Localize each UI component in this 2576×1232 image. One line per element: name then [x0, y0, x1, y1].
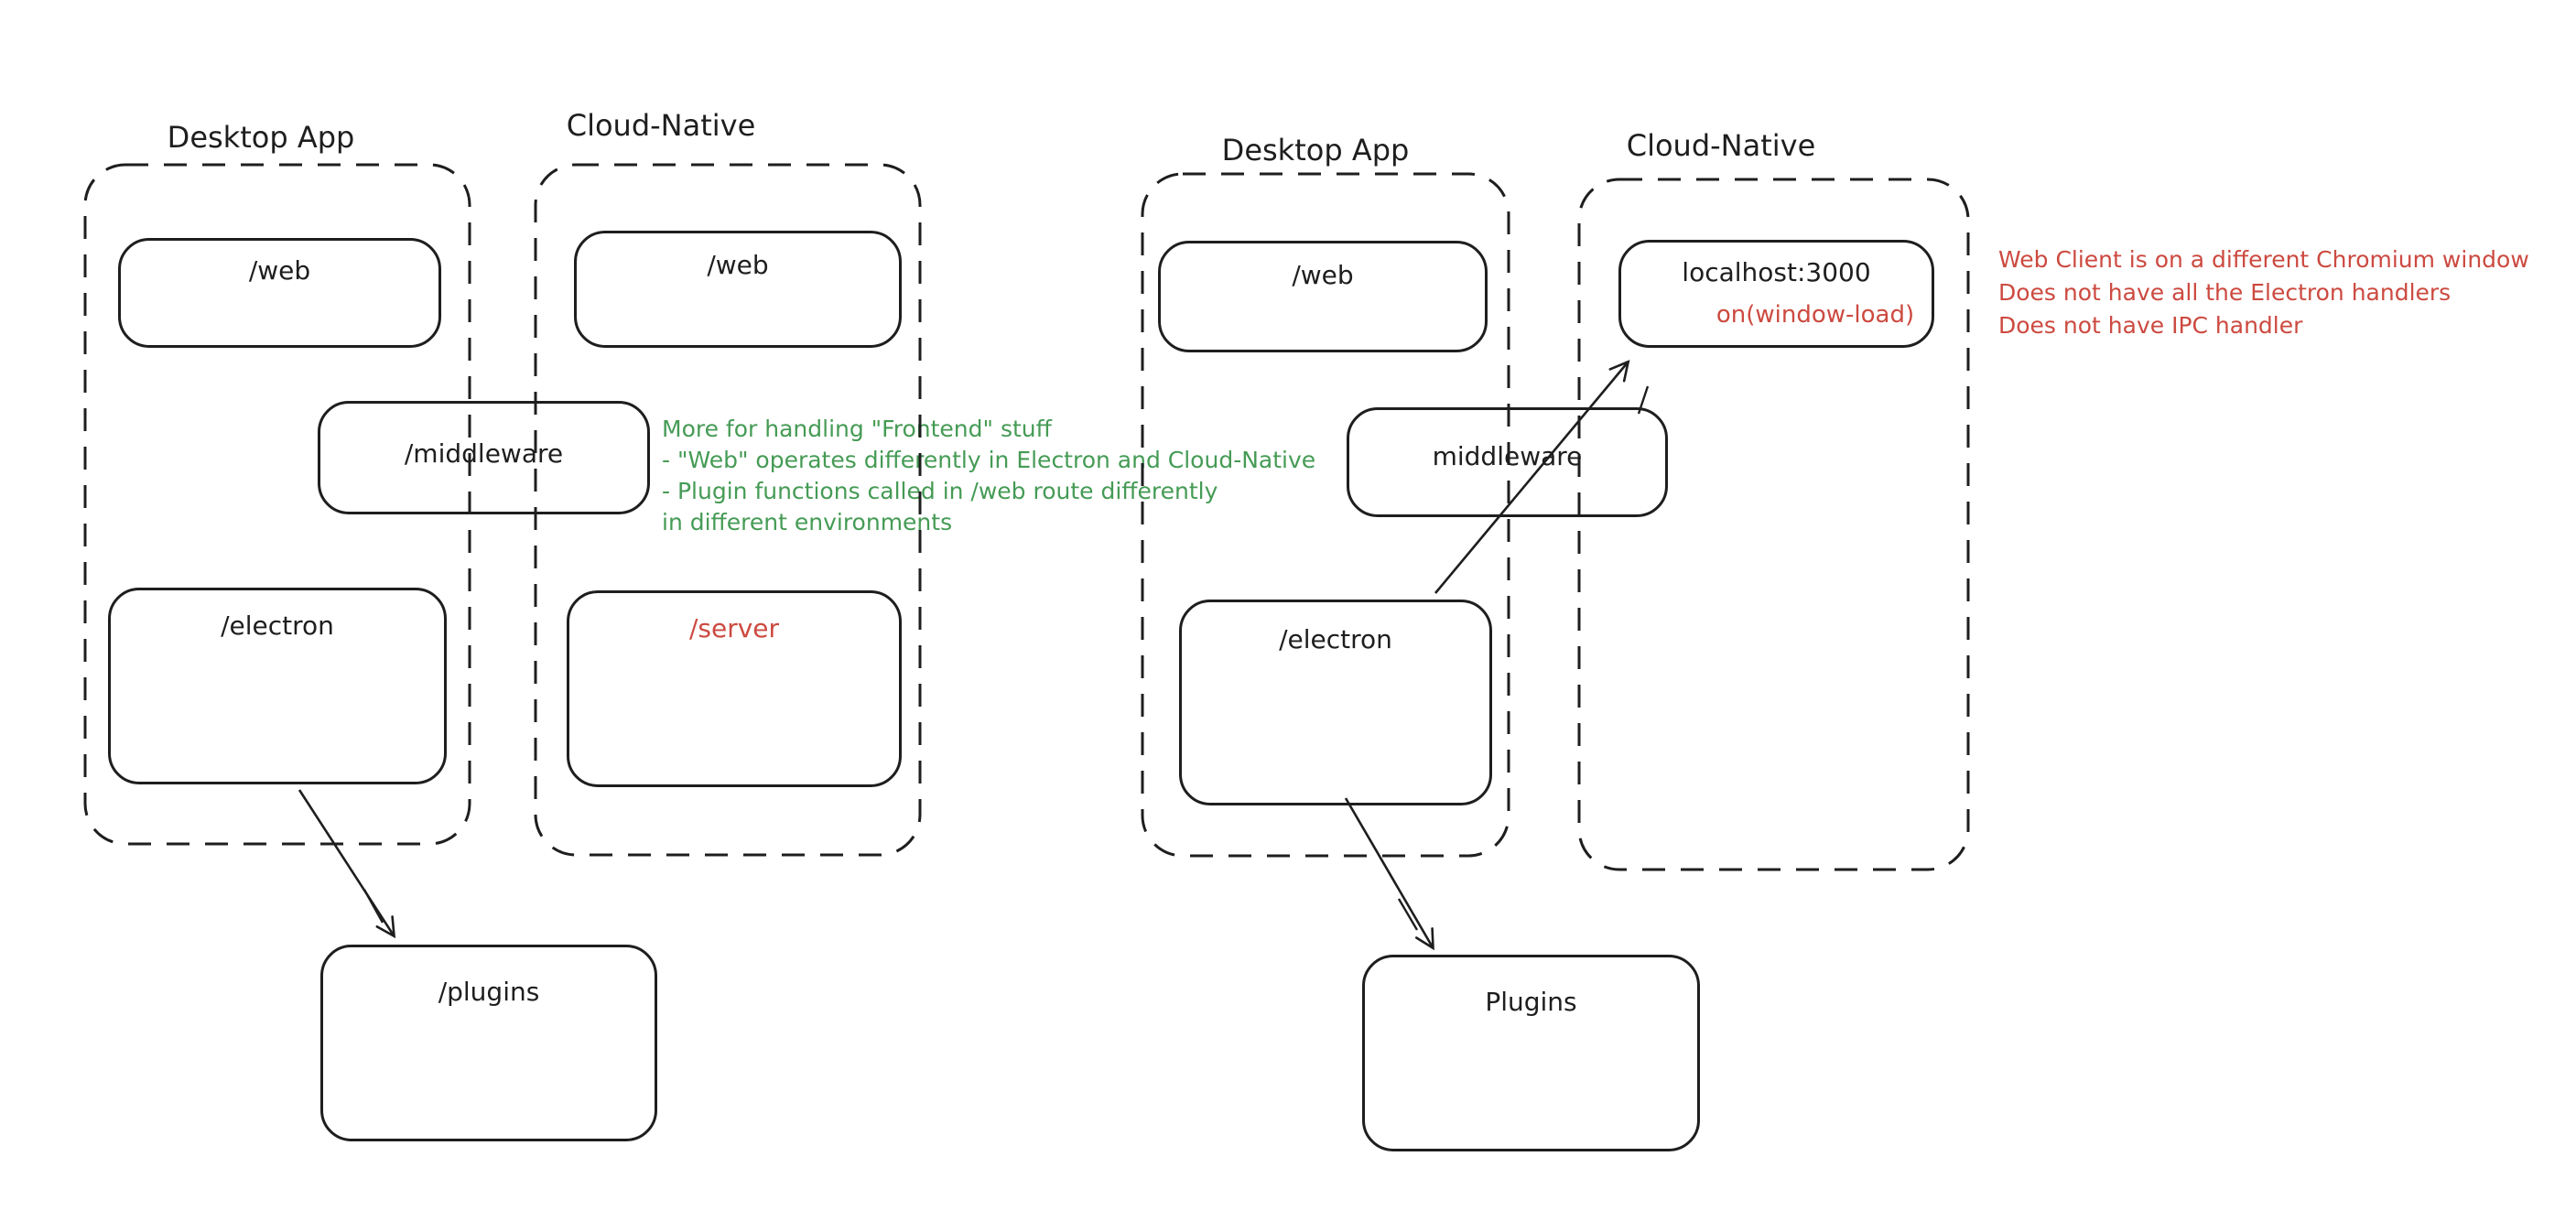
- plugins-box-label: Plugins: [1485, 987, 1577, 1017]
- electron-box-left: /electron: [108, 588, 447, 784]
- note-line: Does not have all the Electron handlers: [1998, 279, 2452, 306]
- note-line: - Plugin functions called in /web route …: [662, 478, 1218, 504]
- window-load-handler-label: on(window-load): [1716, 301, 1915, 329]
- cloud-native-title-left: Cloud-Native: [566, 108, 756, 143]
- server-box-label: /server: [688, 613, 780, 643]
- middleware-box-right: middleware: [1347, 407, 1668, 517]
- arrow-sketch-stroke: [1397, 898, 1419, 931]
- web-box-label: /web: [1292, 260, 1354, 290]
- arrow-electron-to-plugins-left: [298, 789, 396, 939]
- web-box-cloud-left: /web: [574, 231, 902, 348]
- frontend-note: More for handling "Frontend" stuff - "We…: [662, 414, 1315, 538]
- plugins-box-label: /plugins: [438, 977, 540, 1007]
- web-box-desktop-left: /web: [118, 238, 441, 348]
- desktop-app-title-left: Desktop App: [167, 120, 355, 155]
- web-box-label: /web: [248, 255, 311, 286]
- plugins-box-right: Plugins: [1362, 955, 1700, 1151]
- electron-box-label: /electron: [1279, 624, 1392, 654]
- web-box-right: /web: [1158, 241, 1488, 352]
- arrow-electron-to-plugins-right: [1344, 797, 1434, 951]
- arrow-sketch-stroke: [363, 889, 384, 924]
- desktop-app-title-right: Desktop App: [1221, 133, 1410, 168]
- electron-box-label: /electron: [221, 611, 334, 641]
- server-box: /server: [567, 590, 902, 787]
- note-line: Does not have IPC handler: [1998, 312, 2303, 339]
- localhost-box: localhost:3000 on(window-load): [1618, 240, 1934, 348]
- note-line: - "Web" operates differently in Electron…: [662, 447, 1316, 473]
- note-line: More for handling "Frontend" stuff: [662, 416, 1052, 442]
- middleware-box-label: middleware: [1432, 441, 1583, 471]
- cloud-native-title-right: Cloud-Native: [1626, 128, 1816, 163]
- middleware-box-label: /middleware: [404, 438, 564, 469]
- middleware-box-left: /middleware: [318, 401, 650, 514]
- plugins-box-left: /plugins: [320, 945, 657, 1141]
- note-line: Web Client is on a different Chromium wi…: [1998, 246, 2529, 273]
- web-box-label: /web: [707, 250, 769, 280]
- localhost-box-label: localhost:3000: [1682, 257, 1871, 287]
- web-client-note: Web Client is on a different Chromium wi…: [1998, 243, 2529, 342]
- electron-box-right: /electron: [1179, 600, 1492, 805]
- note-line: in different environments: [662, 509, 953, 535]
